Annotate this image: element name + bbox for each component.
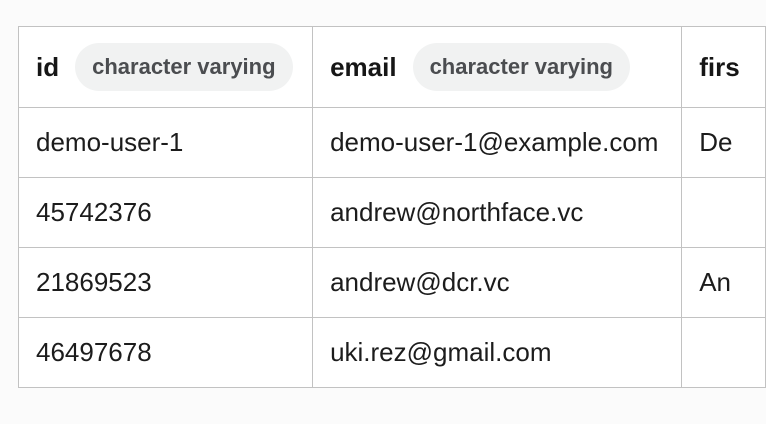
cell-first-name[interactable] <box>681 317 766 388</box>
cell-email[interactable]: uki.rez@gmail.com <box>312 317 683 388</box>
column-type-badge: character varying <box>412 43 630 91</box>
cell-first-name[interactable]: De <box>681 107 766 178</box>
header-row: id character varying email character varyi… <box>18 26 766 108</box>
cell-first-name[interactable] <box>681 177 766 248</box>
cell-email[interactable]: andrew@dcr.vc <box>312 247 683 318</box>
cell-id[interactable]: 46497678 <box>18 317 314 388</box>
cell-id[interactable]: 45742376 <box>18 177 314 248</box>
column-header-email[interactable]: email character varying <box>312 26 683 108</box>
table-row[interactable]: 46497678 uki.rez@gmail.com <box>18 317 766 388</box>
cell-email[interactable]: demo-user-1@example.com <box>312 107 683 178</box>
table-row[interactable]: demo-user-1 demo-user-1@example.com De <box>18 107 766 178</box>
results-table-container: id character varying email character varyi… <box>18 26 766 394</box>
cell-first-name[interactable]: An <box>681 247 766 318</box>
column-name: firs <box>699 52 740 83</box>
cell-id[interactable]: 21869523 <box>18 247 314 318</box>
table-row[interactable]: 45742376 andrew@northface.vc <box>18 177 766 248</box>
column-name: id <box>36 51 60 82</box>
cell-email[interactable]: andrew@northface.vc <box>312 177 683 248</box>
column-header-first-name[interactable]: firs <box>681 26 766 108</box>
cell-id[interactable]: demo-user-1 <box>18 107 314 178</box>
results-table: id character varying email character varyi… <box>18 26 766 388</box>
column-name: email <box>330 51 397 82</box>
column-type-badge: character varying <box>75 43 293 91</box>
column-header-id[interactable]: id character varying <box>18 26 314 108</box>
table-row[interactable]: 21869523 andrew@dcr.vc An <box>18 247 766 318</box>
